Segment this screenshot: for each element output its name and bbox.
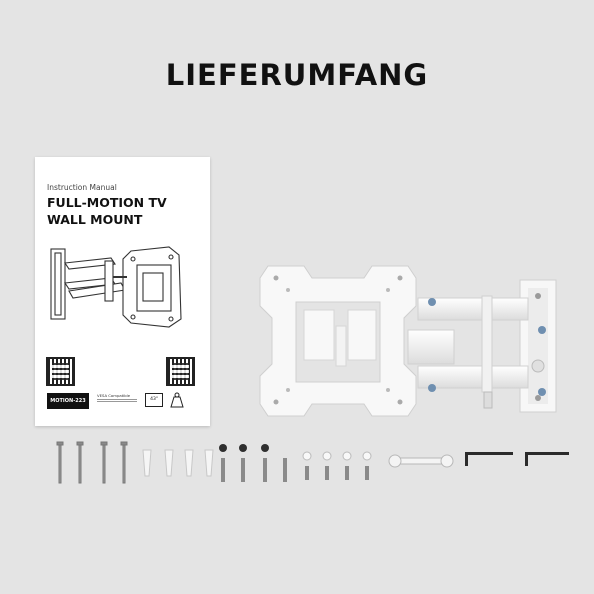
hardware-kit [56, 441, 569, 484]
vesa-compat-label: VESA Compatible [97, 393, 131, 398]
qr-code-right [166, 357, 195, 386]
compat-line [97, 399, 137, 400]
page-title: LIEFERUMFANG [165, 58, 429, 92]
vesa-plate [259, 265, 417, 417]
manual-title-line1: FULL-MOTION TV [47, 195, 167, 210]
articulating-arms [407, 295, 546, 409]
manual-subtitle: Instruction Manual [47, 183, 117, 192]
screen-size-icon: 43" [145, 393, 163, 407]
lag-screws [56, 441, 128, 484]
wall-anchors [142, 449, 214, 477]
instruction-manual: Instruction Manual FULL-MOTION TV WALL M… [35, 157, 210, 426]
weight-icon [170, 392, 184, 408]
compat-line [97, 401, 137, 402]
wrench-icon [388, 454, 454, 468]
qr-code-left [46, 357, 75, 386]
bolts-with-washers [219, 444, 287, 482]
hex-keys [465, 452, 569, 466]
model-badge: MOTION-223 [47, 393, 89, 409]
wall-plate [519, 279, 557, 413]
spacers-short-screws [302, 451, 372, 480]
manual-mount-illustration [50, 246, 182, 328]
tv-wall-mount [259, 265, 557, 417]
manual-title-line2: WALL MOUNT [47, 212, 143, 227]
manual-title: FULL-MOTION TV WALL MOUNT [47, 194, 167, 228]
vesa-compat-block: VESA Compatible [97, 393, 137, 403]
